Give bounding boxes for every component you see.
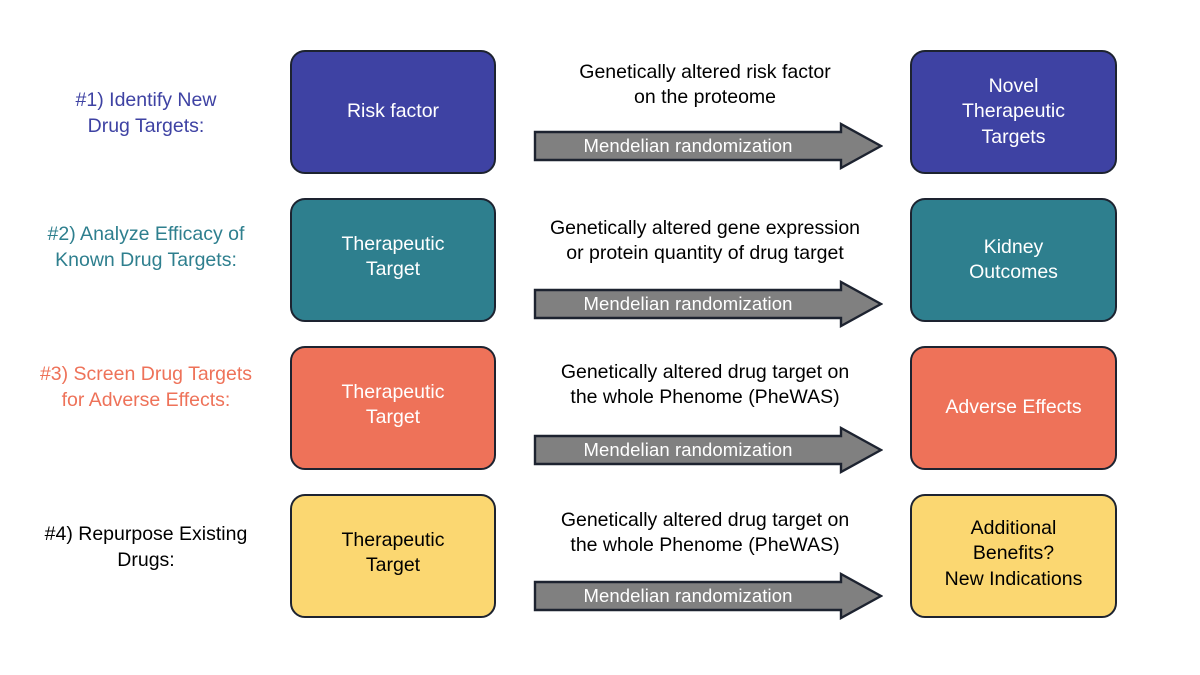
workflow-row-4: #4) Repurpose Existing Drugs: Therapeuti… (0, 494, 1200, 620)
arrow-shape-icon (533, 572, 883, 620)
source-node-1-label: Risk factor (346, 100, 440, 123)
source-node-1: Risk factor (290, 50, 496, 174)
workflow-row-3: #3) Screen Drug Targets for Adverse Effe… (0, 346, 1200, 474)
arrow-shape-icon (533, 280, 883, 328)
mendelian-arrow-2-label: Mendelian randomization (583, 293, 793, 314)
source-node-2-label: Therapeutic Target (341, 233, 445, 281)
transition-1: Genetically altered risk factor on the p… (519, 50, 891, 174)
mendelian-arrow-4: Mendelian randomization (533, 572, 883, 620)
mendelian-arrow-1-label: Mendelian randomization (583, 135, 793, 156)
arrow-shape-icon (533, 122, 883, 170)
transition-caption-1: Genetically altered risk factor on the p… (579, 61, 831, 108)
target-node-3-label: Adverse Effects (945, 396, 1082, 419)
transition-2: Genetically altered gene expression or p… (519, 198, 891, 328)
transition-caption-4: Genetically altered drug target on the w… (560, 509, 850, 556)
target-node-3: Adverse Effects (910, 346, 1117, 470)
arrow-shape-icon (533, 426, 883, 474)
step-label-3: #3) Screen Drug Targets for Adverse Effe… (39, 363, 253, 411)
source-node-4-label: Therapeutic Target (341, 529, 445, 577)
transition-caption-2: Genetically altered gene expression or p… (549, 217, 861, 264)
source-node-3-label: Therapeutic Target (341, 381, 445, 429)
target-node-1: Novel Therapeutic Targets (910, 50, 1117, 174)
mendelian-arrow-4-label: Mendelian randomization (583, 585, 793, 606)
workflow-row-2: #2) Analyze Efficacy of Known Drug Targe… (0, 198, 1200, 328)
target-node-2: Kidney Outcomes (910, 198, 1117, 322)
mendelian-arrow-1: Mendelian randomization (533, 122, 883, 170)
source-node-3: Therapeutic Target (290, 346, 496, 470)
mendelian-arrow-2: Mendelian randomization (533, 280, 883, 328)
target-node-2-label: Kidney Outcomes (969, 235, 1058, 283)
mendelian-arrow-3: Mendelian randomization (533, 426, 883, 474)
transition-4: Genetically altered drug target on the w… (519, 494, 891, 620)
step-label-1: #1) Identify New Drug Targets: (75, 89, 217, 137)
target-node-4: Additional Benefits? New Indications (910, 494, 1117, 618)
step-label-4: #4) Repurpose Existing Drugs: (44, 523, 248, 571)
source-node-4: Therapeutic Target (290, 494, 496, 618)
source-node-2: Therapeutic Target (290, 198, 496, 322)
mendelian-arrow-3-label: Mendelian randomization (583, 439, 793, 460)
target-node-1-label: Novel Therapeutic Targets (962, 75, 1065, 148)
transition-3: Genetically altered drug target on the w… (519, 346, 891, 474)
target-node-4-label: Additional Benefits? New Indications (944, 517, 1083, 590)
step-label-2: #2) Analyze Efficacy of Known Drug Targe… (47, 223, 245, 271)
workflow-row-1: #1) Identify New Drug Targets: Risk fact… (0, 50, 1200, 174)
transition-caption-3: Genetically altered drug target on the w… (560, 361, 850, 408)
